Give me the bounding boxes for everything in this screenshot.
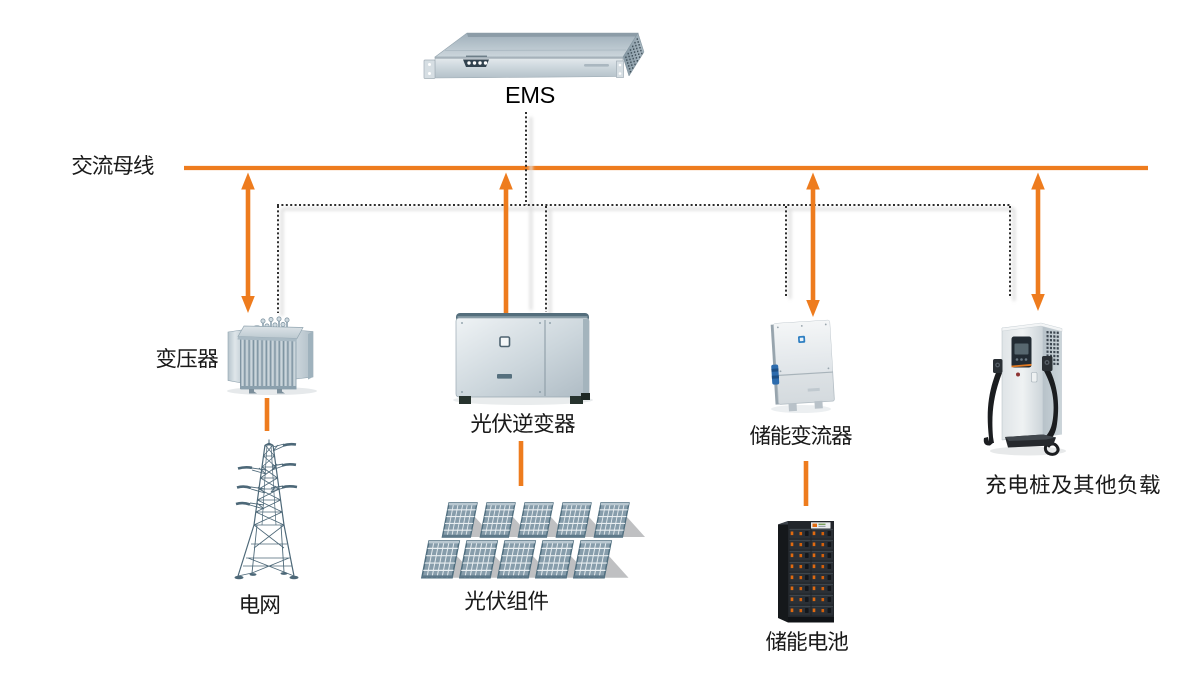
svg-text:EMS: EMS [505, 82, 555, 108]
